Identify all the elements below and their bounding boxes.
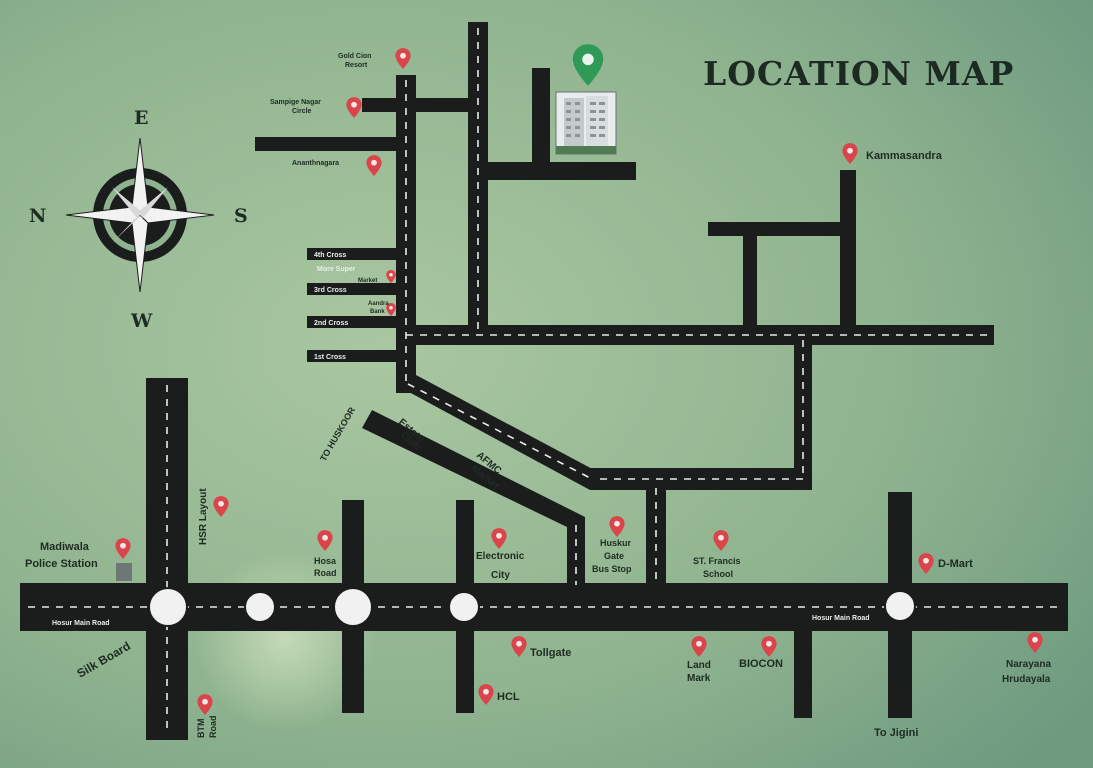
kammasandra-road — [840, 170, 856, 335]
hosur-main-road-label-right: Hosur Main Road — [812, 615, 870, 622]
btm-road-label: BTM — [196, 719, 206, 739]
more-market-label: More Super — [317, 266, 356, 273]
electronic-city-label-2: City — [491, 570, 510, 581]
cross-2nd-label: 2nd Cross — [314, 320, 348, 327]
more-market-label-2: Market — [358, 278, 377, 284]
tollgate-label: Tollgate — [530, 647, 571, 659]
compass-south-label: S — [234, 205, 248, 227]
madiwala-label: Madiwala — [40, 541, 90, 553]
sampige-label-2: Circle — [292, 108, 312, 115]
sampige-road — [362, 98, 476, 112]
cross-3rd-label: 3rd Cross — [314, 287, 347, 294]
hosur-main-road-label-left: Hosur Main Road — [52, 620, 110, 627]
hosa-road-label: Hosa — [314, 556, 337, 566]
narayana-label-2: Hrudayala — [1002, 674, 1051, 685]
huskur-gate-label-2: Gate — [604, 551, 624, 561]
silk-board-roundabout — [148, 587, 188, 627]
andhra-bank-label-2: Bank — [370, 309, 385, 315]
btm-road-label-2: Road — [208, 716, 218, 739]
map-title: LOCATION MAP — [703, 54, 1014, 93]
andhra-bank-label: Aandra — [368, 301, 389, 307]
hcl-label: HCL — [497, 691, 520, 703]
narayana-label: Narayana — [1006, 659, 1051, 670]
st-francis-label: ST. Francis — [693, 556, 741, 566]
st-francis-label-2: School — [703, 569, 733, 579]
electronic-city-label: Electronic — [476, 551, 525, 562]
cross-3rd-road — [307, 283, 402, 295]
compass-north-label: N — [29, 205, 46, 227]
kammasandra-label: Kammasandra — [866, 150, 943, 162]
compass-rose-icon — [65, 137, 215, 293]
project-building-icon — [555, 91, 617, 155]
landmark-label: Land — [687, 660, 711, 671]
ananthnagara-label: Ananthnagara — [292, 160, 339, 167]
madiwala-label-2: Police Station — [25, 558, 98, 570]
gold-cion-label-2: Resort — [345, 62, 368, 69]
roundabouts — [148, 587, 916, 627]
hosa-road-roundabout — [333, 587, 373, 627]
landmark-label-2: Mark — [687, 673, 711, 684]
biocon-road — [794, 600, 812, 718]
hsr-roundabout — [244, 591, 276, 623]
compass-east-label: E — [134, 107, 148, 129]
compass-west-label: W — [130, 310, 153, 332]
huskoor-diagonal-road — [362, 410, 585, 590]
cross-4th-road — [307, 248, 402, 260]
hsr-label: HSR Layout — [198, 488, 209, 545]
police-station-marker-icon — [116, 563, 132, 581]
hosa-road-label-2: Road — [314, 568, 337, 578]
dmart-roundabout — [884, 590, 916, 622]
ananthnagara-road — [255, 137, 405, 151]
huskur-gate-label-3: Bus Stop — [592, 564, 632, 574]
road-labels: Hosur Main Road Hosur Main Road 4th Cros… — [52, 252, 870, 627]
electronic-city-roundabout — [448, 591, 480, 623]
cross-2nd-road — [307, 316, 402, 328]
huskur-gate-label: Huskur — [600, 538, 632, 548]
cross-1st-road — [307, 350, 402, 362]
dmart-label: D-Mart — [938, 558, 973, 570]
project-connector-road — [478, 162, 636, 180]
cross-4th-label: 4th Cross — [314, 252, 346, 259]
cross-1st-label: 1st Cross — [314, 354, 346, 361]
gold-cion-label: Gold Cion — [338, 53, 371, 60]
east-vertical-road — [794, 327, 812, 490]
sampige-label: Sampige Nagar — [270, 99, 321, 106]
kammasandra-branch-road — [708, 222, 856, 236]
biocon-label: BIOCON — [739, 658, 783, 670]
to-jigini-label: To Jigini — [874, 727, 918, 739]
project-stub-road — [532, 68, 550, 170]
kammasandra-stub-road — [743, 222, 757, 332]
